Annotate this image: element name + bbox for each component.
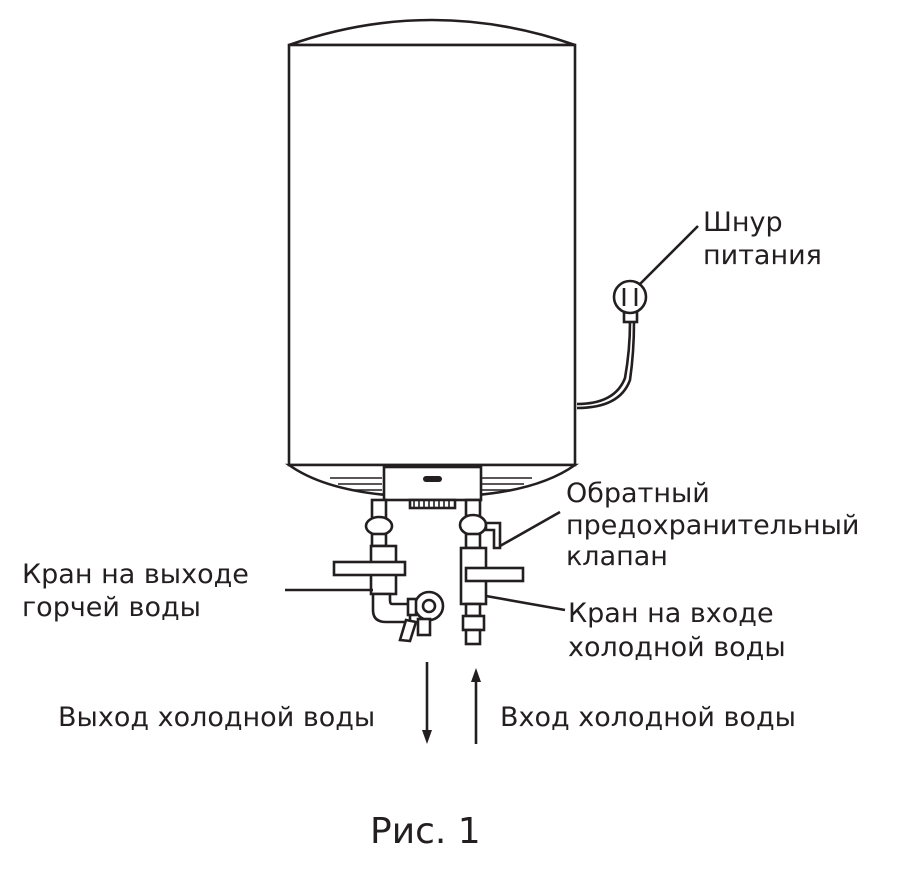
water-heater-tank xyxy=(284,18,580,499)
control-panel xyxy=(382,465,483,510)
figure-caption: Рис. 1 xyxy=(370,811,481,852)
hot-outlet-tap-label-line2: горчей воды xyxy=(22,592,201,623)
cold-water-outlet-label: Выход холодной воды xyxy=(58,702,375,733)
power-cord-label-line1: Шнур xyxy=(703,207,783,238)
check-valve-label-line2: предохранительный xyxy=(566,510,859,541)
cold-water-inlet-label: Вход холодной воды xyxy=(500,702,796,733)
cold-water-outlet-arrow xyxy=(422,662,432,744)
hot-outlet-tap-label-line1: Кран на выходе xyxy=(22,559,249,590)
cold-inlet-tap-label-line1: Кран на входе xyxy=(568,598,774,629)
cold-water-inlet-arrow xyxy=(471,668,481,744)
power-cord-label-line2: питания xyxy=(703,240,822,271)
hot-water-pipe xyxy=(285,498,445,643)
power-cord xyxy=(576,225,699,410)
cold-inlet-tap-label-line2: холодной воды xyxy=(568,632,786,663)
check-valve-label-line3: клапан xyxy=(566,541,668,572)
check-valve-label-line1: Обратный xyxy=(566,478,710,509)
cold-water-pipe xyxy=(458,498,566,646)
